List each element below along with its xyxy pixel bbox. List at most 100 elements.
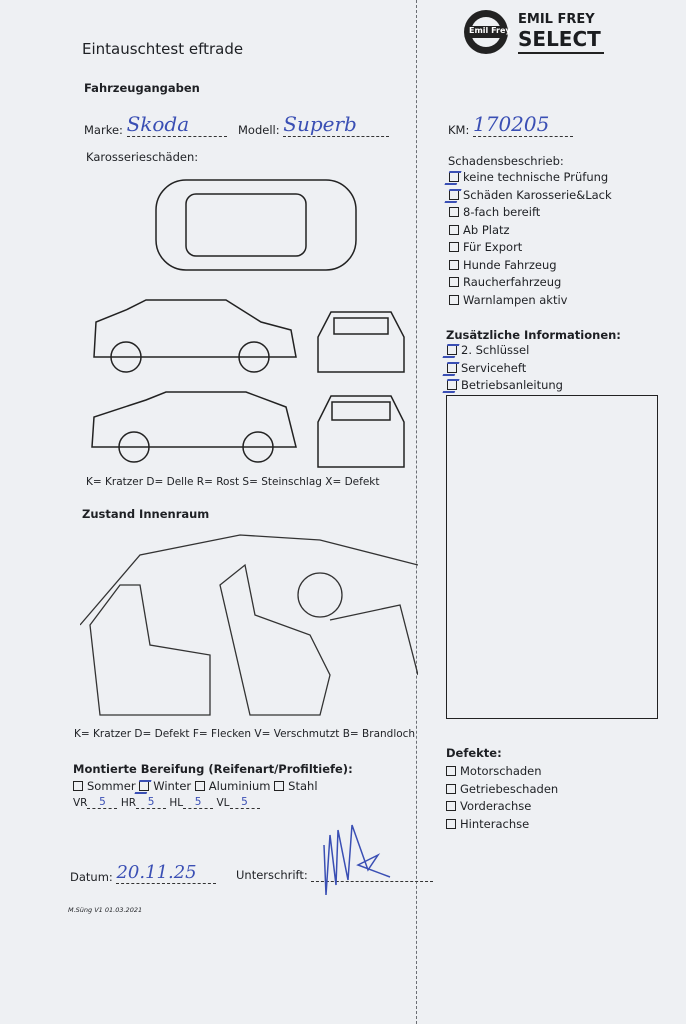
car-side-view-right — [93, 299, 297, 373]
date-label: Datum: — [70, 870, 113, 884]
checkbox[interactable] — [449, 207, 459, 217]
brand-label: Marke: — [84, 123, 123, 137]
checkbox-label: Getriebeschaden — [460, 781, 559, 796]
checkbox[interactable] — [446, 818, 456, 829]
checkbox[interactable] — [449, 294, 459, 305]
tire-option[interactable]: Stahl — [274, 779, 318, 793]
car-front-view — [317, 311, 405, 373]
depth-value: 5 — [136, 796, 167, 809]
additional-info-heading: Zusätzliche Informationen: — [446, 328, 621, 342]
signature-label: Unterschrift: — [236, 868, 308, 882]
logo-badge-icon — [464, 10, 508, 54]
checkbox[interactable] — [447, 380, 457, 390]
km-label: KM: — [448, 123, 470, 137]
model-label: Modell: — [238, 123, 280, 137]
checkbox[interactable] — [446, 801, 456, 811]
body-damage-heading: Karosserieschäden: — [86, 150, 199, 164]
checkbox[interactable] — [449, 277, 459, 287]
brand-value: Skoda — [126, 112, 190, 136]
checkbox-item[interactable]: Serviceheft — [447, 361, 563, 379]
checkbox-item[interactable]: Vorderachse — [446, 799, 558, 817]
model-value: Superb — [283, 112, 357, 136]
option-label: Sommer — [87, 779, 136, 793]
tire-option[interactable]: Winter — [139, 779, 191, 793]
checkbox[interactable] — [447, 345, 457, 355]
checkbox-label: Schäden Karosserie&Lack — [463, 187, 612, 202]
checkbox[interactable] — [449, 242, 459, 252]
depth-value: 5 — [183, 796, 214, 809]
tire-option[interactable]: Sommer — [73, 779, 136, 793]
checkbox[interactable] — [194, 781, 205, 791]
checkbox-label: 8-fach bereift — [463, 205, 541, 219]
checkbox[interactable] — [274, 781, 285, 791]
checkbox[interactable] — [449, 259, 459, 270]
date-field[interactable]: Datum: 20.11.25 — [70, 862, 217, 884]
checkbox-label: keine technische Prüfung — [463, 170, 609, 184]
checkbox-item[interactable]: Hunde Fahrzeug — [449, 258, 612, 276]
checkbox-item[interactable]: keine technische Prüfung — [449, 170, 612, 188]
version-note: M.Süng V1 01.03.2021 — [68, 906, 143, 914]
damage-description-heading: Schadensbeschrieb: — [448, 154, 564, 168]
checkbox-label: Betriebsanleitung — [461, 378, 563, 392]
signature-scribble — [323, 824, 391, 895]
notes-box[interactable] — [446, 395, 658, 719]
depth-label: HL — [169, 797, 184, 809]
checkbox[interactable] — [446, 766, 456, 776]
vehicle-section-heading: Fahrzeugangaben — [84, 81, 200, 95]
date-value: 20.11.25 — [116, 862, 197, 883]
defects-heading: Defekte: — [446, 746, 502, 760]
body-damage-legend: K= Kratzer D= Delle R= Rost S= Steinschl… — [86, 476, 380, 488]
checkbox-item[interactable]: Motorschaden — [446, 764, 558, 782]
tire-option[interactable]: Aluminium — [194, 779, 271, 793]
depth-label: VR — [73, 797, 88, 809]
km-value: 170205 — [473, 112, 550, 136]
car-top-view — [155, 179, 357, 271]
checkbox-label: Vorderachse — [460, 799, 532, 813]
logo-text-top: EMIL FREY — [518, 12, 595, 27]
checkbox-item[interactable]: Schäden Karosserie&Lack — [449, 188, 612, 206]
checkbox-label: Hunde Fahrzeug — [463, 257, 557, 272]
checkbox-item[interactable]: 2. Schlüssel — [447, 343, 563, 361]
checkbox-item[interactable]: Warnlampen aktiv — [449, 293, 612, 311]
interior-legend: K= Kratzer D= Defekt F= Flecken V= Versc… — [74, 728, 416, 740]
checkbox-item[interactable]: Hinterachse — [446, 817, 558, 835]
checkbox[interactable] — [449, 172, 459, 182]
checkbox[interactable] — [449, 224, 459, 235]
depth-value: 5 — [229, 796, 260, 809]
checkbox[interactable] — [449, 189, 459, 200]
depth-value: 5 — [87, 796, 118, 809]
checkbox[interactable] — [139, 781, 150, 791]
km-field: KM: 170205 — [448, 112, 573, 137]
additional-info-list: 2. Schlüssel Serviceheft Betriebsanleitu… — [447, 343, 563, 396]
checkbox-label: Raucherfahrzeug — [463, 275, 562, 289]
checkbox-label: Ab Platz — [463, 222, 510, 237]
tires-heading: Montierte Bereifung (Reifenart/Profiltie… — [73, 762, 353, 776]
signature-field[interactable]: Unterschrift: — [236, 868, 434, 882]
checkbox-label: Serviceheft — [461, 360, 527, 375]
checkbox-item[interactable]: 8-fach bereift — [449, 205, 612, 223]
logo-text-bottom: SELECT — [518, 27, 601, 51]
checkbox-item[interactable]: Raucherfahrzeug — [449, 275, 612, 293]
option-label: Winter — [153, 779, 192, 793]
damage-description-list: keine technische Prüfung Schäden Karosse… — [449, 170, 612, 310]
checkbox[interactable] — [446, 783, 456, 794]
checkbox-label: Motorschaden — [460, 764, 542, 778]
checkbox[interactable] — [73, 781, 83, 791]
checkbox-item[interactable]: Getriebeschaden — [446, 782, 558, 800]
car-side-view-left — [91, 391, 297, 463]
defects-list: Motorschaden Getriebeschaden Vorderachse… — [446, 764, 558, 834]
checkbox-label: Warnlampen aktiv — [463, 292, 568, 307]
model-field: Modell: Superb — [238, 112, 390, 137]
logo-badge-text: Emil Frey — [469, 26, 511, 35]
checkbox-item[interactable]: Für Export — [449, 240, 612, 258]
checkbox-item[interactable]: Betriebsanleitung — [447, 378, 563, 396]
checkbox-item[interactable]: Ab Platz — [449, 223, 612, 241]
interior-diagram — [80, 534, 418, 716]
brand-field: Marke: Skoda — [84, 112, 227, 137]
checkbox[interactable] — [447, 362, 457, 373]
